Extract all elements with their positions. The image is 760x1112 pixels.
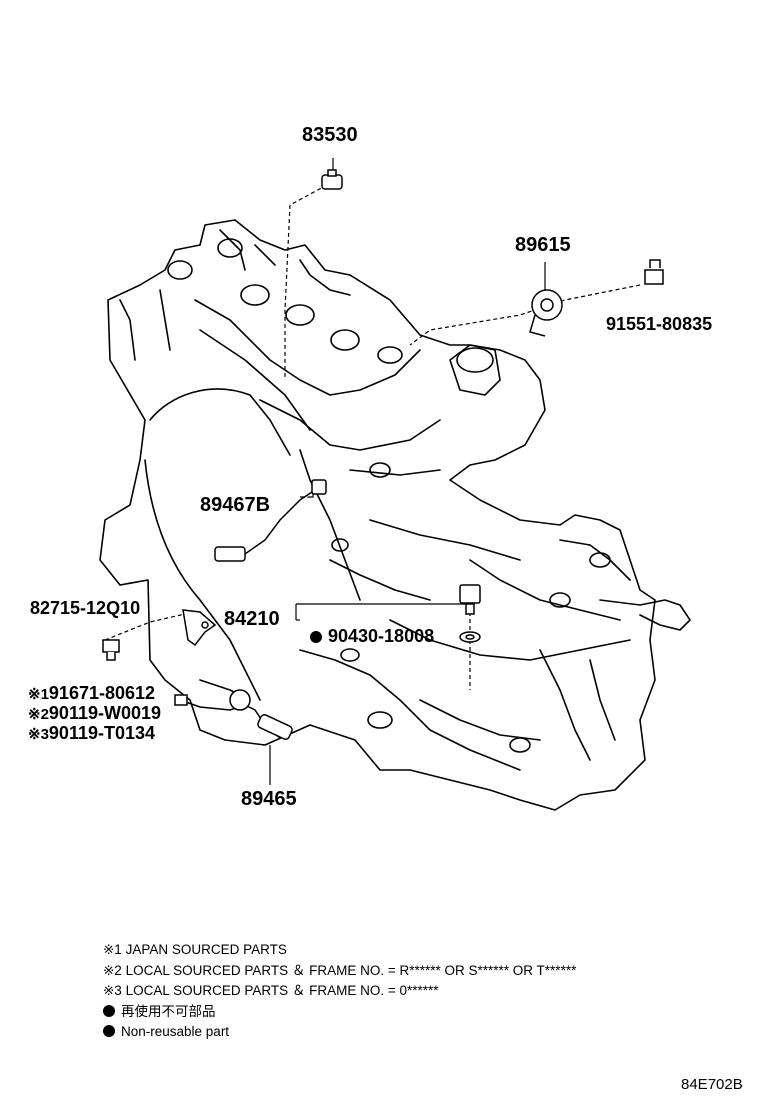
part-number-89467b: 89467B — [200, 494, 271, 516]
note-local-sourced-0: ※3 LOCAL SOURCED PARTS ＆ FRAME NO. = 0**… — [103, 983, 439, 998]
note-local-sourced-rst: ※2 LOCAL SOURCED PARTS ＆ FRAME NO. = R**… — [103, 962, 577, 978]
part-number-91671-80612: ※191671-80612 — [28, 683, 155, 705]
sensor-83530 — [321, 169, 343, 190]
bullet-icon — [103, 1025, 115, 1037]
note-non-reusable-en-text: Non-reusable part — [121, 1024, 230, 1039]
legend-notes: ※1 JAPAN SOURCED PARTS ※2 LOCAL SOURCED … — [103, 940, 576, 1043]
part-number-90430-18008: 90430-18008 — [310, 626, 434, 646]
bullet-icon — [103, 1004, 115, 1017]
note-japan-sourced: ※1 JAPAN SOURCED PARTS — [103, 942, 287, 957]
mark-2: ※2 — [28, 706, 49, 723]
note-non-reusable-jp-text: 再使用不可部品 — [121, 1003, 216, 1019]
part-number-90119w-text: 90119-W0019 — [48, 703, 162, 723]
part-number-91551-80835: 91551-80835 — [606, 314, 713, 334]
bolt-91671 — [102, 639, 120, 661]
part-number-90119-w0019: ※290119-W0019 — [28, 703, 161, 725]
part-number-90430-text: 90430-18008 — [328, 626, 435, 646]
part-number-91671-text: 91671-80612 — [48, 683, 156, 703]
bracket-82715 — [182, 609, 217, 647]
non-reusable-bullet — [310, 631, 322, 643]
part-number-82715-12q10: 82715-12Q10 — [30, 598, 141, 618]
sensor-89465 — [174, 689, 293, 740]
parts — [102, 169, 664, 740]
reference-code: 84E702B — [681, 1076, 743, 1093]
note-non-reusable-jp: 再使用不可部品 — [103, 1002, 576, 1023]
engine-details — [167, 238, 611, 753]
dashed-guides — [104, 184, 641, 690]
note-non-reusable-en: Non-reusable part — [103, 1022, 576, 1043]
bolt-91551 — [644, 259, 664, 285]
gasket-90430 — [459, 631, 481, 643]
sensor-89467b — [214, 479, 327, 562]
sensor-84210 — [459, 584, 481, 615]
part-number-89465: 89465 — [241, 788, 297, 810]
mark-3: ※3 — [28, 726, 49, 743]
part-number-90119t-text: 90119-T0134 — [48, 723, 156, 743]
part-number-84210: 84210 — [224, 608, 280, 630]
engine-outline — [99, 219, 691, 811]
mark-1: ※1 — [28, 686, 49, 703]
part-number-89615: 89615 — [515, 234, 571, 256]
part-number-90119-t0134: ※390119-T0134 — [28, 723, 155, 745]
part-number-83530: 83530 — [302, 124, 358, 146]
sensor-89615 — [529, 289, 563, 337]
